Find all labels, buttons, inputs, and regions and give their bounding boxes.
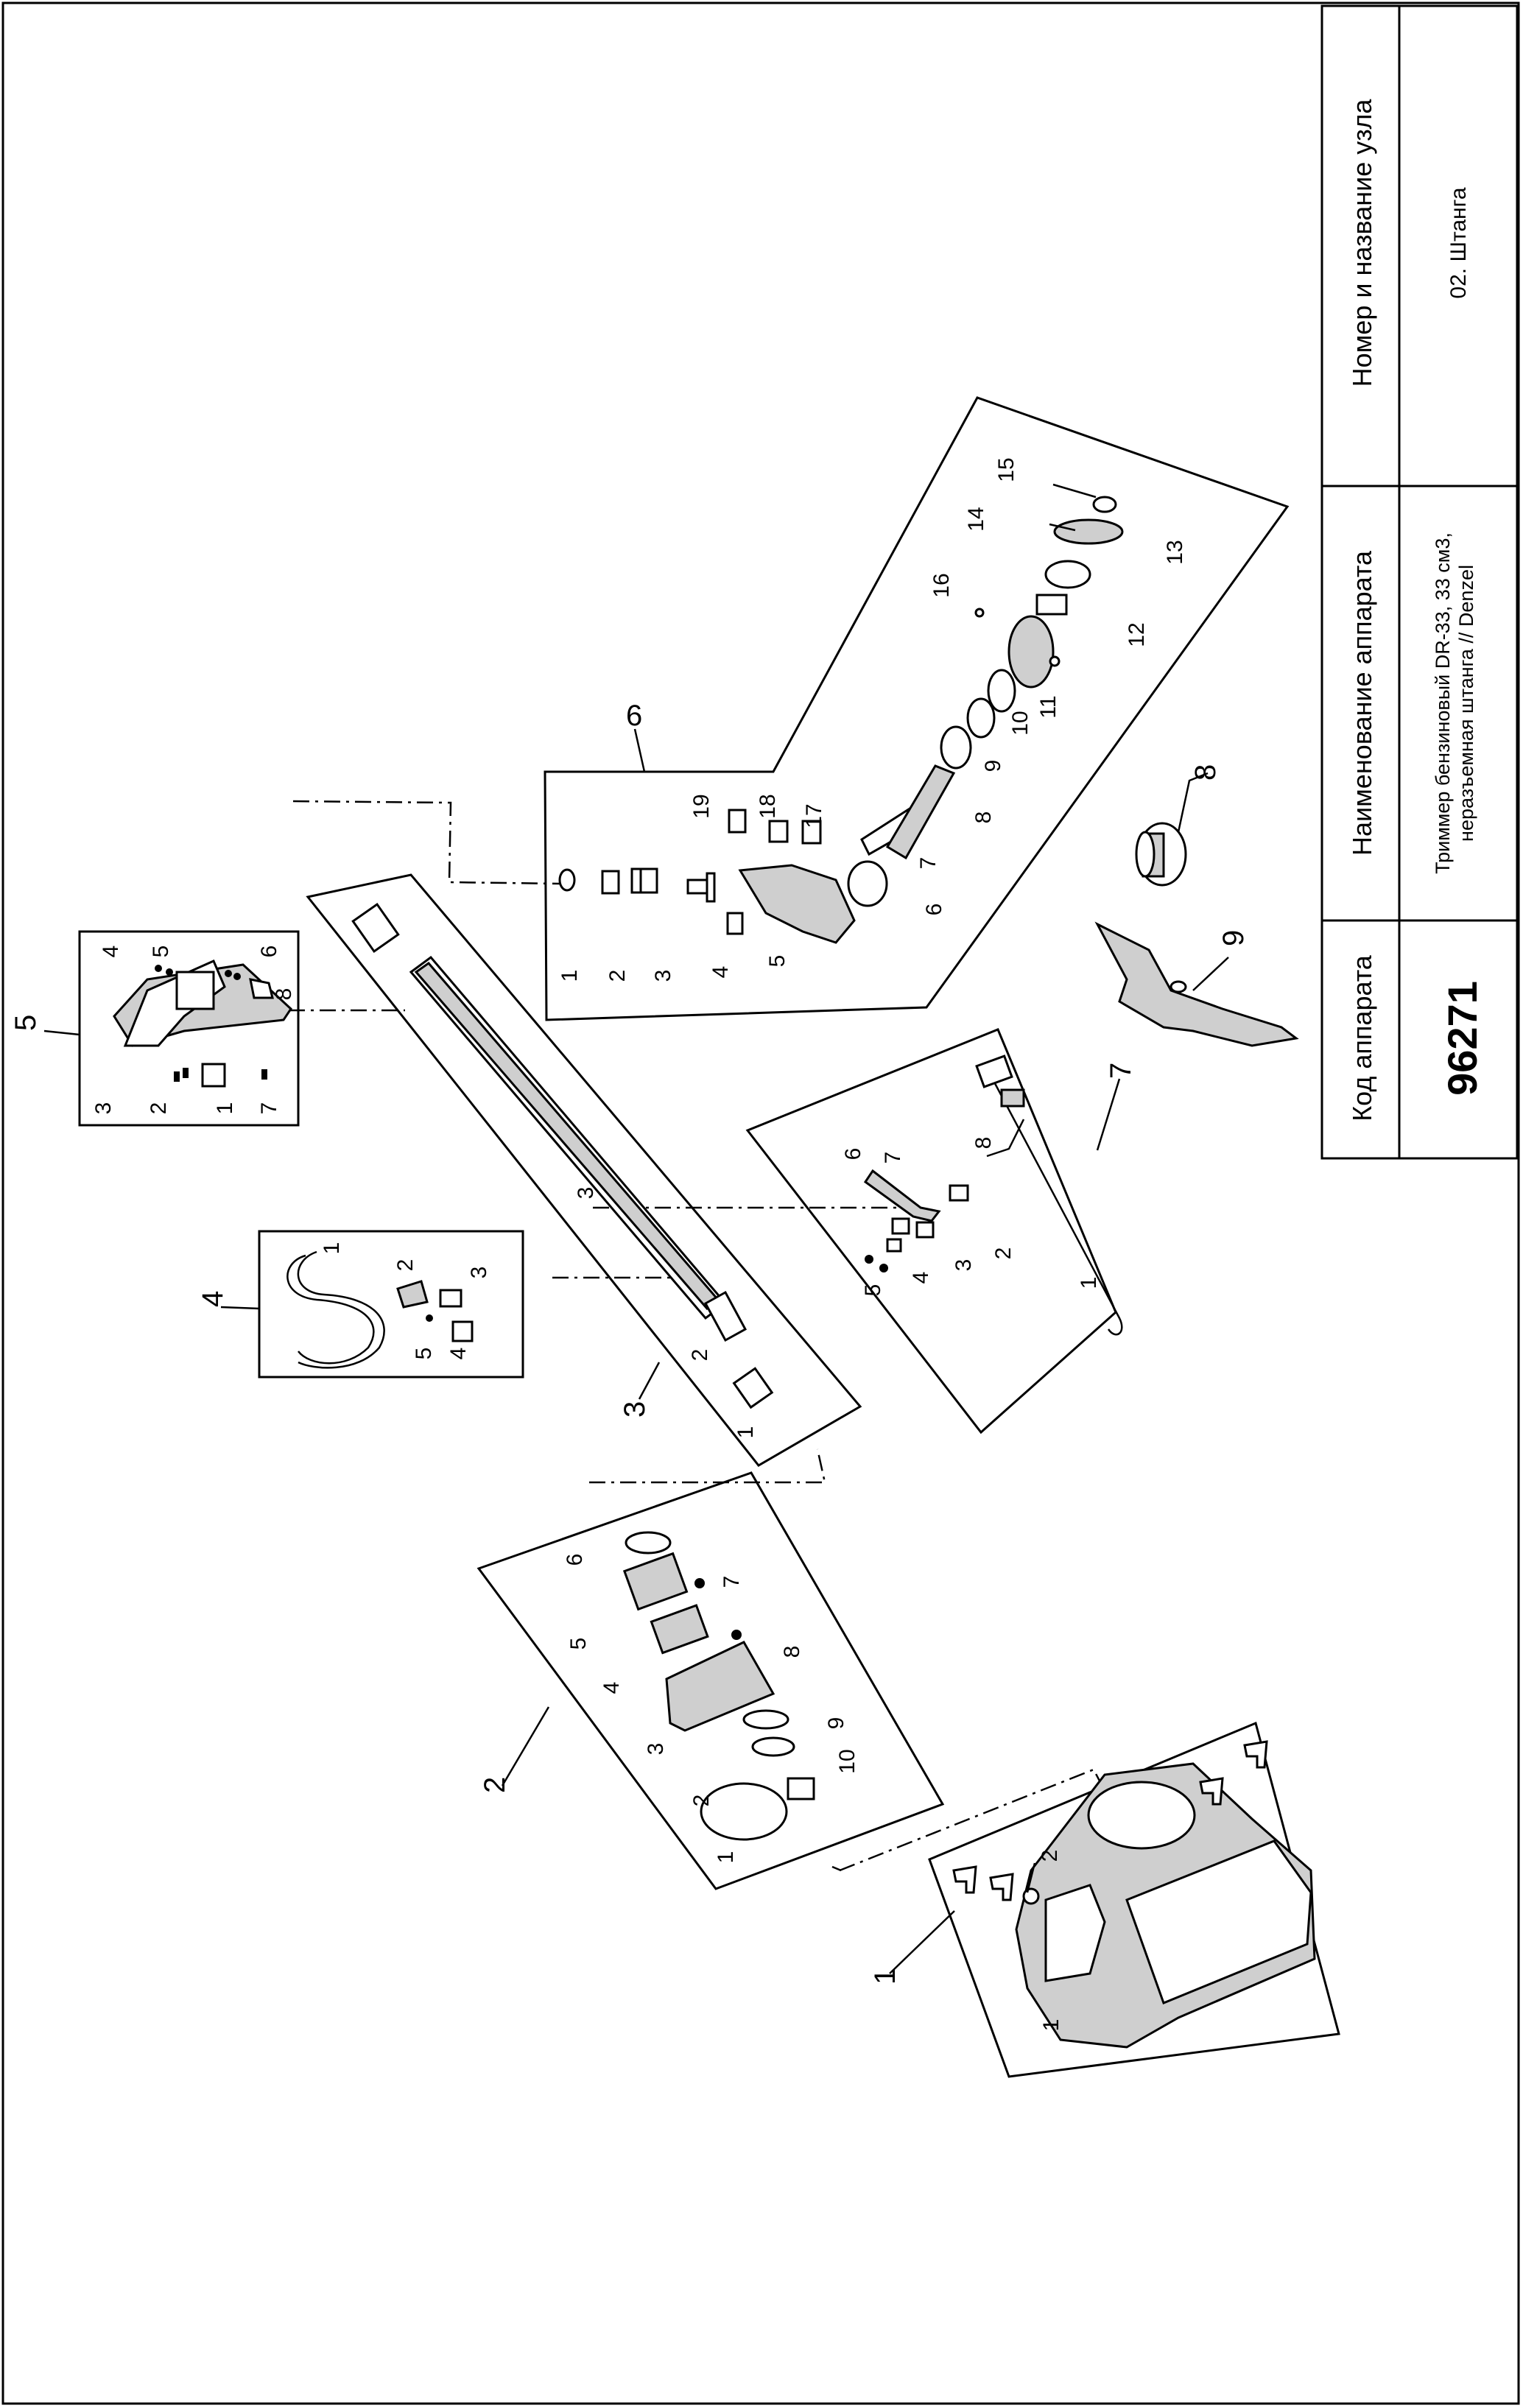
part-number-g6-17: 17 bbox=[802, 803, 826, 828]
part-number-g4-2: 2 bbox=[393, 1259, 418, 1272]
part-number-g7-3: 3 bbox=[952, 1259, 976, 1272]
group-1-label: 1 bbox=[869, 1968, 901, 1985]
group-7-throttle: 7 6 7 8 2 3 4 5 1 bbox=[745, 1028, 1137, 1434]
part-number-g6-7: 7 bbox=[916, 857, 940, 870]
part-number-g5-3: 3 bbox=[91, 1102, 116, 1115]
part-number-g7-2: 2 bbox=[991, 1247, 1016, 1260]
part-number-g7-7: 7 bbox=[881, 1152, 905, 1164]
part-number-g6-8: 8 bbox=[971, 812, 996, 824]
group-5-guard: 5 3 2 1 7 4 5 6 8 bbox=[10, 930, 300, 1127]
group-4-harness: 4 1 2 3 4 5 bbox=[197, 1230, 524, 1379]
part-number-g6-10: 10 bbox=[1008, 711, 1033, 735]
part-number-g6-13: 13 bbox=[1163, 540, 1187, 564]
part-number-g7-6: 6 bbox=[841, 1148, 865, 1161]
group-6-label: 6 bbox=[626, 700, 642, 732]
node-name: 02. Штанга bbox=[1446, 187, 1471, 298]
part-number-g2-5: 5 bbox=[566, 1638, 591, 1650]
part-number-g3-1: 1 bbox=[734, 1426, 758, 1439]
group-2-label: 2 bbox=[479, 1777, 511, 1793]
device-name-line1: Триммер бензиновый DR-33, 33 см3, bbox=[1432, 532, 1454, 874]
part-number-g4-1: 1 bbox=[320, 1242, 344, 1255]
group-1-engine-cover: 1 1 2 bbox=[869, 1721, 1340, 2078]
part-number-g6-4: 4 bbox=[708, 966, 733, 979]
part-number-g6-3: 3 bbox=[651, 970, 675, 982]
part-number-g5-1: 1 bbox=[213, 1102, 237, 1115]
part-number-g6-5: 5 bbox=[765, 955, 789, 968]
part-number-g6-19: 19 bbox=[689, 794, 714, 818]
part-number-g2-10: 10 bbox=[835, 1749, 859, 1773]
part-number-g7-1: 1 bbox=[1077, 1277, 1101, 1289]
part-number-g1-1: 1 bbox=[1039, 2019, 1063, 2032]
header-node: Номер и название узла bbox=[1347, 99, 1377, 387]
part-number-g2-3: 3 bbox=[644, 1743, 668, 1756]
part-number-g2-2: 2 bbox=[689, 1795, 714, 1807]
part-number-g5-7: 7 bbox=[257, 1102, 281, 1115]
part-number-g6-11: 11 bbox=[1036, 695, 1061, 718]
group-9-label: 9 bbox=[1217, 930, 1250, 946]
part-number-g4-4: 4 bbox=[446, 1348, 471, 1360]
header-code: Код аппарата bbox=[1347, 954, 1377, 1122]
part-number-g1-2: 2 bbox=[1038, 1850, 1062, 1862]
part-number-g5-8: 8 bbox=[272, 988, 296, 1001]
part-number-g7-5: 5 bbox=[861, 1284, 885, 1297]
part-number-g6-15: 15 bbox=[994, 457, 1019, 482]
part-number-g6-6: 6 bbox=[922, 904, 946, 916]
part-number-g2-4: 4 bbox=[599, 1682, 624, 1694]
group-7-label: 7 bbox=[1105, 1063, 1137, 1079]
group-3-shaft: 3 3 2 1 bbox=[306, 873, 862, 1467]
part-number-g5-2: 2 bbox=[147, 1102, 171, 1115]
part-number-g3-2: 2 bbox=[688, 1349, 712, 1362]
part-number-g6-18: 18 bbox=[756, 794, 780, 818]
group-9-blade: 9 bbox=[1094, 921, 1299, 1047]
part-number-g6-1: 1 bbox=[558, 970, 582, 982]
title-block: Номер и название узла 02. Штанга Наимено… bbox=[1320, 4, 1519, 1160]
part-number-g2-8: 8 bbox=[780, 1646, 804, 1658]
part-number-g2-1: 1 bbox=[714, 1851, 738, 1864]
group-8-nut: 8 bbox=[1135, 764, 1222, 887]
group-4-label: 4 bbox=[197, 1291, 229, 1307]
part-number-g3-3: 3 bbox=[574, 1187, 598, 1200]
group-2-clutch-housing: 2 6 5 4 3 2 1 7 8 9 10 bbox=[476, 1471, 945, 1890]
header-device: Наименование аппарата bbox=[1347, 550, 1377, 856]
device-code: 96271 bbox=[1439, 981, 1485, 1096]
part-number-g6-2: 2 bbox=[605, 970, 630, 982]
part-number-g6-16: 16 bbox=[929, 573, 954, 597]
part-number-g2-6: 6 bbox=[563, 1554, 587, 1566]
device-name-line2: неразъемная штанга // Denzel bbox=[1455, 565, 1477, 842]
part-number-g2-7: 7 bbox=[720, 1576, 744, 1588]
part-number-g6-14: 14 bbox=[964, 507, 988, 531]
group-8-label: 8 bbox=[1189, 764, 1222, 781]
part-number-g4-5: 5 bbox=[412, 1348, 436, 1360]
part-number-g5-4: 4 bbox=[99, 946, 123, 958]
part-number-g6-12: 12 bbox=[1125, 622, 1149, 647]
part-number-g5-5: 5 bbox=[149, 946, 173, 958]
part-number-g2-9: 9 bbox=[824, 1717, 848, 1730]
group-3-label: 3 bbox=[619, 1401, 651, 1418]
part-number-g5-6: 6 bbox=[257, 946, 281, 958]
part-number-g7-8: 8 bbox=[971, 1137, 996, 1150]
part-number-g6-9: 9 bbox=[981, 760, 1005, 772]
part-number-g4-3: 3 bbox=[467, 1267, 491, 1279]
part-number-g7-4: 4 bbox=[909, 1272, 933, 1284]
group-5-label: 5 bbox=[10, 1015, 42, 1031]
group-6-gear-head: 6 1 2 3 4 5 6 7 8 9 10 11 bbox=[544, 396, 1290, 1021]
